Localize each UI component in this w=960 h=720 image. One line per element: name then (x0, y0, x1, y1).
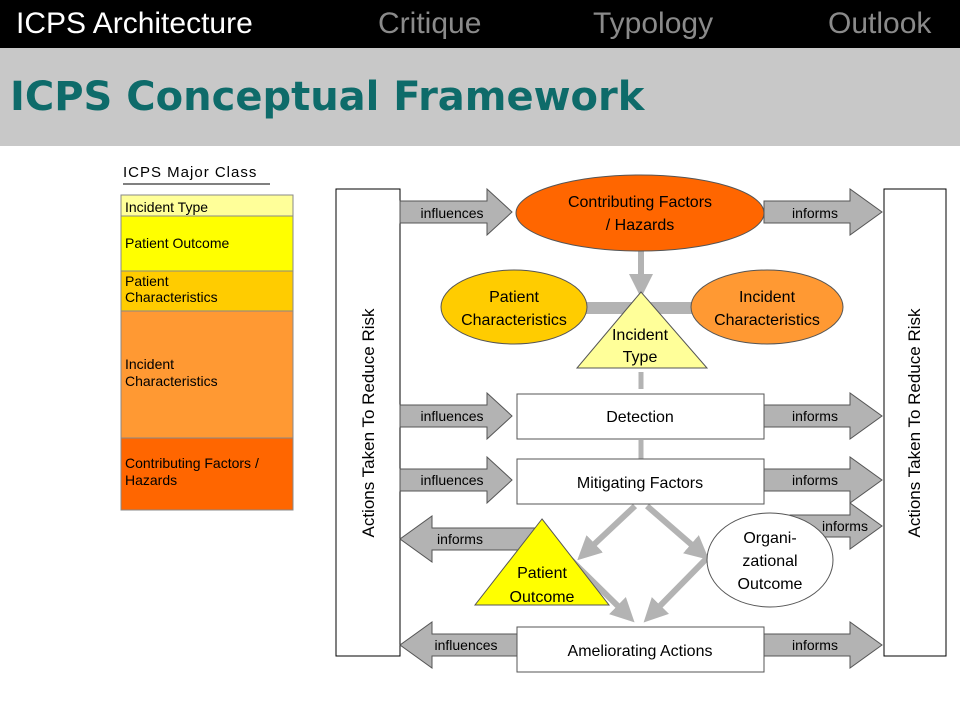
arrow-informs-ameliorating (763, 621, 883, 669)
arrow-influences-detection (399, 391, 513, 441)
ameliorating-actions-node (516, 626, 765, 673)
nav-item-typology[interactable]: Typology (593, 7, 714, 40)
arrow-label: informs (437, 531, 483, 547)
arrow-informs-mitigating (763, 456, 883, 504)
major-class-legend: ICPS Major Class Incident Type Patient O… (120, 164, 294, 511)
legend-heading: ICPS Major Class (123, 164, 257, 181)
incident-characteristics-node (690, 269, 844, 345)
nav-item-critique[interactable]: Critique (378, 7, 482, 40)
nav-item-outlook[interactable]: Outlook (828, 7, 932, 40)
patient-characteristics-node (440, 269, 588, 345)
ameliorating-actions-label: Ameliorating Actions (568, 643, 713, 660)
legend-label-patient-outcome: Patient Outcome (125, 235, 229, 251)
arrow-label: influences (434, 637, 497, 653)
legend-class-contributing-factors (120, 437, 294, 511)
arrow-label: informs (792, 637, 838, 653)
arrow-informs-detection (763, 392, 883, 440)
arrow-influences-ameliorating (399, 621, 520, 669)
arrow-label: informs (822, 518, 868, 534)
top-navigation: ICPS Architecture Critique Typology Outl… (0, 0, 960, 48)
legend-label-incident-type: Incident Type (125, 199, 208, 215)
nav-item-icps-architecture[interactable]: ICPS Architecture (16, 7, 253, 40)
arrow-informs-contributing (763, 188, 883, 236)
mitigating-factors-node (516, 458, 765, 505)
detection-node (516, 393, 765, 440)
incident-type-node (575, 291, 709, 369)
arrow-influences-mitigating (399, 455, 513, 505)
right-actions-panel (883, 188, 947, 657)
arrow-label: influences (420, 472, 483, 488)
left-actions-panel (335, 188, 401, 657)
arrow-influences-contributing (399, 187, 513, 237)
flow-arrows: influences informs influences informs in… (399, 187, 883, 669)
arrow-label: informs (792, 205, 838, 221)
left-actions-label: Actions Taken To Reduce Risk (359, 308, 378, 537)
arrow-label: informs (792, 472, 838, 488)
contributing-factors-node (515, 174, 765, 252)
organizational-outcome-node (706, 512, 834, 608)
title-bar: ICPS Conceptual Framework (0, 48, 960, 146)
contributing-factors-label: Contributing Factors/ Hazards (568, 194, 712, 234)
arrow-label: informs (792, 408, 838, 424)
mitigating-factors-label: Mitigating Factors (577, 475, 703, 492)
legend-class-patient-outcome (120, 215, 294, 272)
arrow-label: influences (420, 205, 483, 221)
page-title: ICPS Conceptual Framework (10, 74, 645, 120)
arrow-label: influences (420, 408, 483, 424)
detection-label: Detection (606, 409, 674, 426)
patient-outcome-node (473, 518, 611, 606)
legend-label-contributing-factors: Contributing Factors /Hazards (125, 455, 259, 488)
right-actions-label: Actions Taken To Reduce Risk (905, 308, 924, 537)
legend-class-incident-characteristics (120, 310, 294, 439)
